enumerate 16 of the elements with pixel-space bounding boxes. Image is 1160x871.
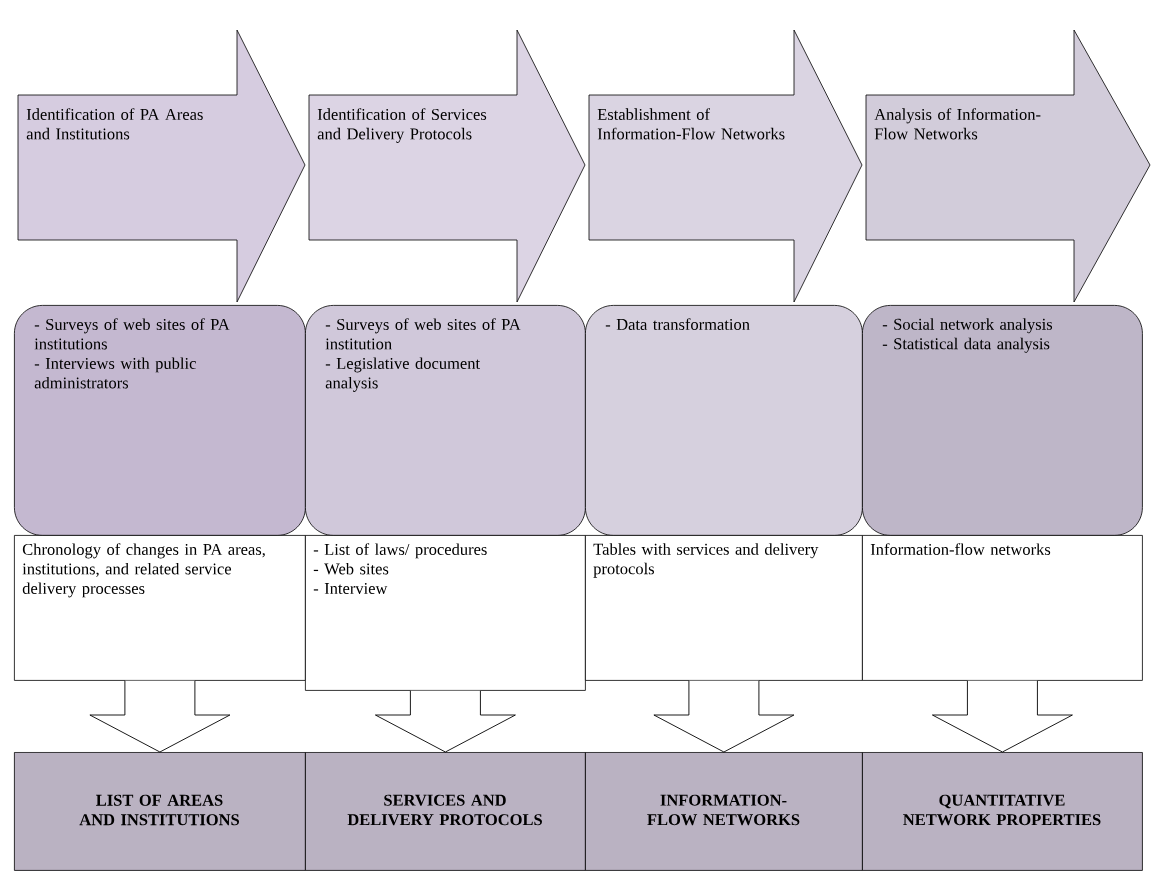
rounded-box: - Surveys of web sites of PA institution - Legislative document analysis: [305, 305, 586, 536]
block-arrow: [89, 680, 231, 753]
block-arrow: [374, 690, 516, 753]
result-box: INFORMATION-FLOW NETWORKS: [585, 752, 863, 871]
rounded-box: - Surveys of web sites of PA institutions - Interviews with public administrators: [14, 305, 306, 536]
text-box: Information-flow networks: [862, 535, 1143, 681]
rounded-box: - Social network analysis - Statistical data analysis: [862, 305, 1143, 536]
text-box: - List of laws/ procedures - Web sites - Interview: [305, 535, 586, 691]
block-arrow: [931, 680, 1073, 753]
rounded-box: - Data transformation: [585, 305, 863, 536]
result-box: SERVICES AND DELIVERY PROTOCOLS: [305, 752, 586, 871]
result-box: QUANTITATIVE NETWORK PROPERTIES: [862, 752, 1143, 871]
text-box: Chronology of changes in PA areas, institutions, and related service delivery processes: [14, 535, 306, 681]
block-arrow: [653, 680, 795, 753]
text-box: Tables with services and delivery protocols: [585, 535, 863, 681]
result-box: LIST OF AREAS AND INSTITUTIONS: [14, 752, 306, 871]
